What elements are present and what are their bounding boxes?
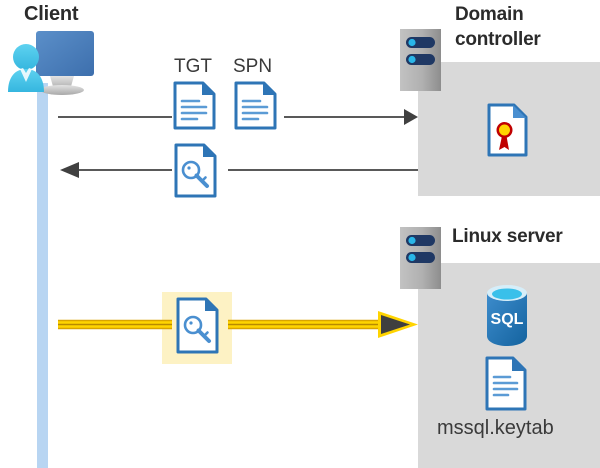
monitor-stand-base-icon <box>40 85 84 95</box>
client-icon <box>8 31 94 95</box>
client-label: Client <box>24 3 79 25</box>
client-lifeline <box>37 83 48 468</box>
spn-document-icon <box>234 81 277 130</box>
monitor-screen-icon <box>36 31 94 76</box>
domain-controller-server-rack-icon <box>400 29 441 91</box>
key-glyph-icon-2 <box>183 315 211 343</box>
award-ribbon-icon <box>496 122 513 150</box>
tgt-label: TGT <box>174 56 212 77</box>
domain-controller-label-line1: Domain <box>455 4 524 25</box>
sql-database-icon: SQL <box>487 285 527 346</box>
service-ticket-key-document-icon <box>176 297 219 354</box>
domain-controller-label: Domain controller <box>455 2 595 52</box>
mssql-keytab-label: mssql.keytab <box>437 417 554 439</box>
certificate-document-icon <box>487 103 528 157</box>
flow3-arrowhead <box>381 315 410 334</box>
linux-server-rack-icon <box>400 227 441 289</box>
keytab-document-icon <box>485 356 527 411</box>
ticket-key-document-icon-flow2 <box>174 143 217 198</box>
key-glyph-icon <box>181 160 209 188</box>
flow-arrow-client-to-linux <box>58 311 418 338</box>
flow-arrow-client-to-dc <box>58 109 418 125</box>
person-head-icon <box>13 44 39 70</box>
domain-controller-label-line2: controller <box>455 29 541 50</box>
flow2-arrowhead <box>60 162 79 178</box>
spn-label: SPN <box>233 56 273 77</box>
person-collar-icon <box>20 68 32 82</box>
flow1-arrowhead <box>404 109 418 125</box>
linux-server-label: Linux server <box>452 226 563 247</box>
tgt-document-icon <box>173 81 216 130</box>
flow-arrow-dc-to-client <box>60 162 418 178</box>
sql-database-text: SQL <box>491 311 524 328</box>
